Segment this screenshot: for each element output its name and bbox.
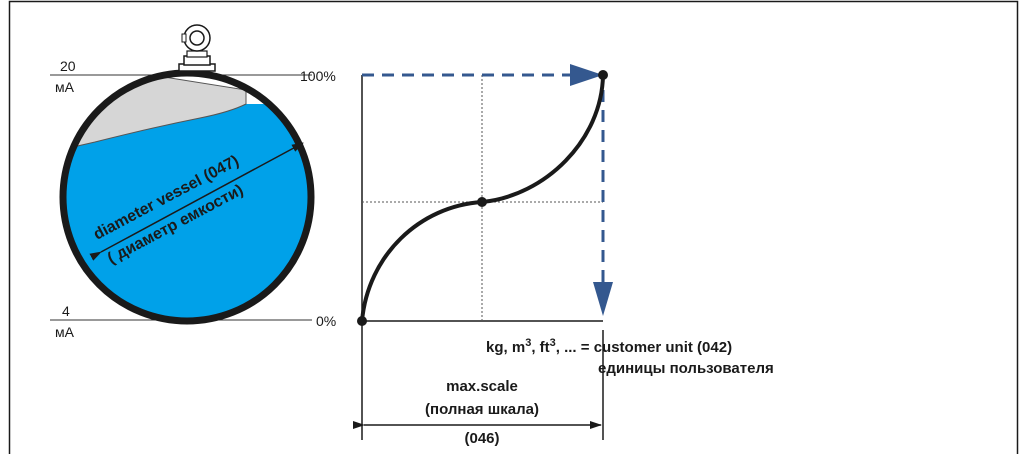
frame-border [8,0,1019,459]
label-20: 20 [60,58,76,74]
max-scale-label: max.scale [446,378,518,395]
tank-wall [59,69,315,325]
diameter-dimension-line [89,142,304,261]
max-scale-label-ru: (полная шкала) [425,401,539,418]
linearisation-graph: 100% 0% kg, m3, ft3, ... = customer unit… [300,64,774,447]
customer-unit-label: kg, m3, ft3, ... = customer unit (042) [486,337,732,356]
curve-point-end [598,70,608,80]
curve-point-mid [477,197,487,207]
label-4: 4 [62,303,70,319]
max-scale-code: (046) [464,430,499,447]
curve-point-start [357,316,367,326]
arrow-head-right [570,64,603,86]
label-20-unit: мА [55,79,75,95]
tank: diameter vessel (047) ( диаметр емкости)… [50,24,315,340]
transmitter-cable-gland [181,33,187,43]
y-label-100: 100% [300,68,336,84]
transmitter-connector [186,50,208,58]
transmitter-display [189,30,205,46]
label-4-unit: мА [55,324,75,340]
level-transmitter [178,24,216,72]
y-label-0: 0% [316,313,336,329]
customer-unit-label-ru: единицы пользователя [598,360,774,377]
arrow-head-down [593,282,613,316]
